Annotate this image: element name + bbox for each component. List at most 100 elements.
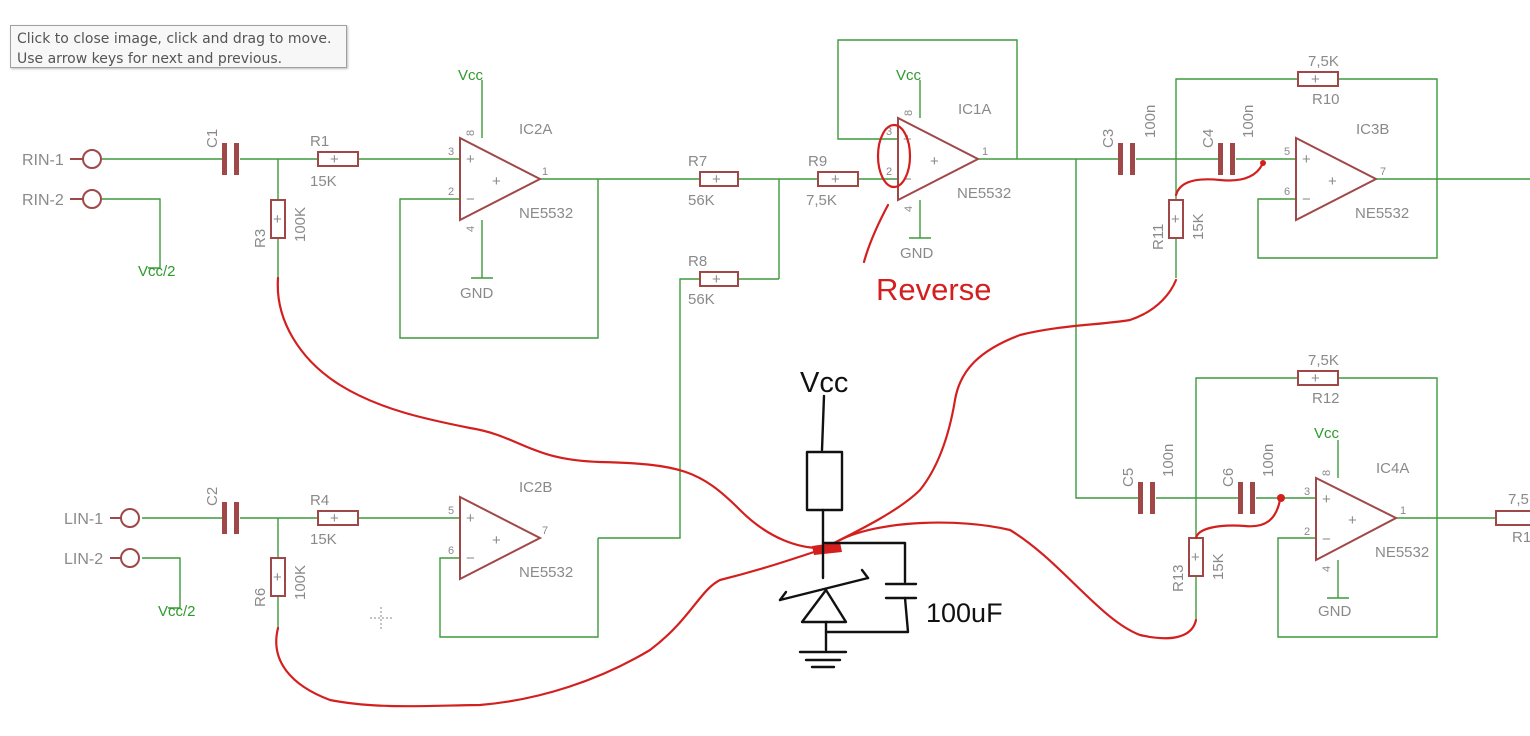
svg-text:+: + xyxy=(712,271,721,288)
svg-text:C3: C3 xyxy=(1100,129,1117,148)
supply-labels: Vcc Vcc Vcc Vcc/2 Vcc/2 GND GND GND xyxy=(138,67,1352,620)
svg-text:3: 3 xyxy=(1304,486,1310,498)
wire-r13-to-ref xyxy=(838,521,1198,640)
input-connectors: RIN-1 RIN-2 LIN-1 LIN-2 xyxy=(22,149,140,568)
svg-text:R6: R6 xyxy=(252,588,269,607)
ic2b-ref: IC2B xyxy=(519,479,552,496)
svg-text:2: 2 xyxy=(886,166,892,178)
pointer-stroke xyxy=(862,203,890,264)
ic4a-ref: IC4A xyxy=(1376,460,1409,477)
rin2-connector xyxy=(82,189,102,209)
sketch-cap-label: 100uF xyxy=(926,598,1003,628)
opamp-ic4a: + − + 3 2 1 8 4 IC4A NE5532 xyxy=(1304,460,1429,572)
wire-r13-to-c6 xyxy=(1194,498,1282,540)
svg-text:15K: 15K xyxy=(310,173,337,190)
resistor-r6: + R6 100K xyxy=(252,557,309,607)
svg-text:R7: R7 xyxy=(688,153,707,170)
svg-text:7: 7 xyxy=(1380,166,1386,178)
wire-r3-to-ref xyxy=(276,276,822,550)
svg-text:+: + xyxy=(1311,370,1320,387)
resistors: + R1 15K + R3 100K + R4 15K + R6 100K + … xyxy=(252,53,1530,607)
resistor-r7: + R7 56K xyxy=(688,153,739,209)
svg-text:7,5K: 7,5K xyxy=(1308,352,1339,369)
resistor-r11: + R11 15K xyxy=(1150,199,1207,250)
capacitor-c3: C3 100n xyxy=(1100,105,1159,175)
wire-r11-to-c4 xyxy=(1174,163,1264,197)
black-sketch: Vcc 100uF xyxy=(778,367,1003,669)
svg-text:C5: C5 xyxy=(1120,468,1137,487)
resistor-r1: + R1 15K xyxy=(310,133,359,190)
svg-text:+: + xyxy=(1348,512,1357,529)
svg-text:4: 4 xyxy=(465,226,477,232)
svg-text:+: + xyxy=(273,569,282,586)
svg-text:R4: R4 xyxy=(310,492,329,509)
label-lin2: LIN-2 xyxy=(64,551,103,568)
red-annotations: Reverse xyxy=(275,123,1285,708)
wire-r11-to-ref xyxy=(828,278,1178,547)
svg-text:−: − xyxy=(1322,531,1331,548)
svg-text:1: 1 xyxy=(982,146,988,158)
label-rin1: RIN-1 xyxy=(22,152,64,169)
svg-text:+: + xyxy=(1311,71,1320,88)
svg-text:C6: C6 xyxy=(1220,468,1237,487)
svg-text:1: 1 xyxy=(542,166,548,178)
ic1a-part: NE5532 xyxy=(957,185,1011,202)
svg-text:7,5K: 7,5K xyxy=(1308,53,1339,70)
svg-text:56K: 56K xyxy=(688,291,715,308)
capacitor-c1: C1 xyxy=(204,129,239,175)
svg-text:R8: R8 xyxy=(688,253,707,270)
svg-text:C2: C2 xyxy=(204,487,221,506)
svg-text:100n: 100n xyxy=(1260,444,1277,477)
svg-text:100n: 100n xyxy=(1160,444,1177,477)
svg-text:R10: R10 xyxy=(1312,91,1340,108)
svg-text:6: 6 xyxy=(1284,186,1290,198)
ic3b-ref: IC3B xyxy=(1356,121,1389,138)
opamp-ic2b: + − + 5 6 7 IC2B NE5532 xyxy=(448,479,573,581)
opamps: + − + 3 2 1 8 4 IC2A NE5532 + − + 5 6 7 … xyxy=(448,101,1429,581)
svg-text:+: + xyxy=(930,153,939,170)
svg-text:7,5: 7,5 xyxy=(1508,491,1529,508)
resistor-r8: + R8 56K xyxy=(688,253,739,308)
capacitor-c6: C6 100n xyxy=(1220,444,1277,514)
svg-text:1: 1 xyxy=(1400,505,1406,517)
svg-text:−: − xyxy=(466,191,475,208)
capacitor-c4: C4 100n xyxy=(1200,105,1257,175)
resistor-partial-right: 7,5 R1 xyxy=(1495,491,1530,546)
svg-text:100n: 100n xyxy=(1240,105,1257,138)
svg-text:+: + xyxy=(1191,549,1200,566)
resistor-r12: + 7,5K R12 xyxy=(1297,352,1340,407)
svg-text:15K: 15K xyxy=(1190,213,1207,240)
svg-text:C4: C4 xyxy=(1200,129,1217,148)
svg-text:15K: 15K xyxy=(310,531,337,548)
svg-text:5: 5 xyxy=(1284,146,1290,158)
svg-text:R3: R3 xyxy=(252,229,269,248)
lin1-connector xyxy=(120,508,140,528)
svg-text:5: 5 xyxy=(448,505,454,517)
svg-text:8: 8 xyxy=(1321,470,1333,476)
viewer-tooltip[interactable]: Click to close image, click and drag to … xyxy=(10,25,347,68)
sketch-resistor xyxy=(805,450,844,512)
svg-text:R11: R11 xyxy=(1150,224,1167,250)
opamp-ic2a: + − + 3 2 1 8 4 IC2A NE5532 xyxy=(448,121,573,232)
svg-text:100K: 100K xyxy=(292,207,309,242)
resistor-r10: + 7,5K R10 xyxy=(1297,53,1340,108)
resistor-r9: + R9 7,5K xyxy=(806,153,859,209)
svg-text:+: + xyxy=(712,171,721,188)
svg-text:−: − xyxy=(903,171,912,188)
vcc-label-ic4a: Vcc xyxy=(1314,425,1340,442)
svg-text:+: + xyxy=(273,211,282,228)
svg-text:7: 7 xyxy=(542,525,548,537)
cursor-crosshair xyxy=(370,607,392,629)
capacitor-c2: C2 xyxy=(204,487,239,534)
svg-text:+: + xyxy=(1302,151,1311,168)
opamp-ic1a: + − + 3 2 1 8 4 IC1A NE5532 xyxy=(886,101,1011,212)
svg-text:2: 2 xyxy=(1304,526,1310,538)
svg-text:+: + xyxy=(1171,211,1180,228)
annotation-reverse: Reverse xyxy=(876,272,991,307)
svg-text:+: + xyxy=(492,532,501,549)
opamp-ic3b: + − + 5 6 7 IC3B NE5532 xyxy=(1284,121,1409,222)
vcc-half-label-l: Vcc/2 xyxy=(158,603,196,620)
svg-text:+: + xyxy=(330,510,339,527)
capacitor-c5: C5 100n xyxy=(1120,444,1177,514)
